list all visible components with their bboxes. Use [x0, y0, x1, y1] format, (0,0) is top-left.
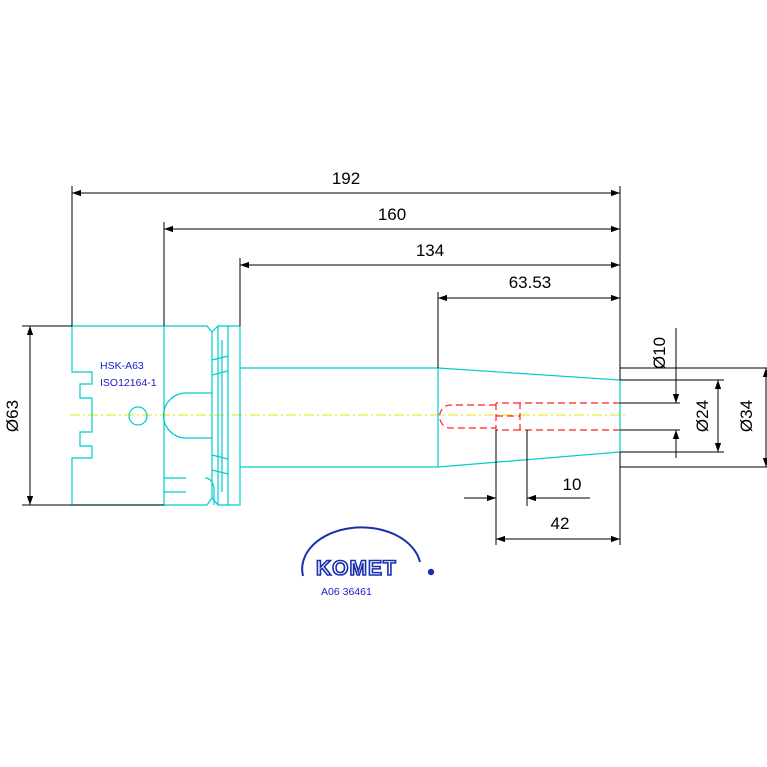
dim-42: 42 [551, 514, 570, 533]
tool-holder-outline [71, 325, 621, 506]
dim-10: 10 [563, 475, 582, 494]
part-number: A06 36461 [321, 586, 372, 598]
right-dimensions: Ø10 Ø24 Ø34 [620, 328, 767, 468]
v-groove [211, 325, 229, 506]
top-dimensions: 192 160 134 63.53 [71, 169, 621, 380]
flange-chamfer-bottom [164, 477, 186, 493]
flange-keyway [162, 392, 212, 439]
body [240, 367, 439, 468]
side-hole [128, 406, 148, 426]
groove-detail-bottom [204, 454, 229, 505]
logo-brand: KOMET [316, 557, 397, 580]
hsk-shank [71, 325, 164, 506]
dim-192: 192 [332, 169, 360, 188]
interface-label: HSK-A63 [100, 360, 144, 372]
tapered-nose [437, 367, 621, 468]
bottom-dimensions: 10 42 [464, 430, 621, 545]
logo-arc [301, 526, 421, 577]
komet-logo: KOMET [301, 526, 435, 581]
collar [228, 325, 241, 506]
dim-dia-10: Ø10 [650, 337, 669, 369]
dim-dia-63: Ø63 [3, 400, 22, 432]
dim-dia-24: Ø24 [693, 400, 712, 432]
hidden-bore [439, 402, 620, 431]
dim-63-53: 63.53 [509, 273, 552, 292]
dim-134: 134 [416, 241, 444, 260]
groove-detail-top [211, 355, 229, 376]
logo-dot [427, 568, 435, 576]
dim-160: 160 [378, 205, 406, 224]
dim-dia-34: Ø34 [737, 400, 756, 432]
left-dimension: Ø63 [3, 325, 164, 506]
standard-label: ISO12164-1 [100, 377, 157, 389]
